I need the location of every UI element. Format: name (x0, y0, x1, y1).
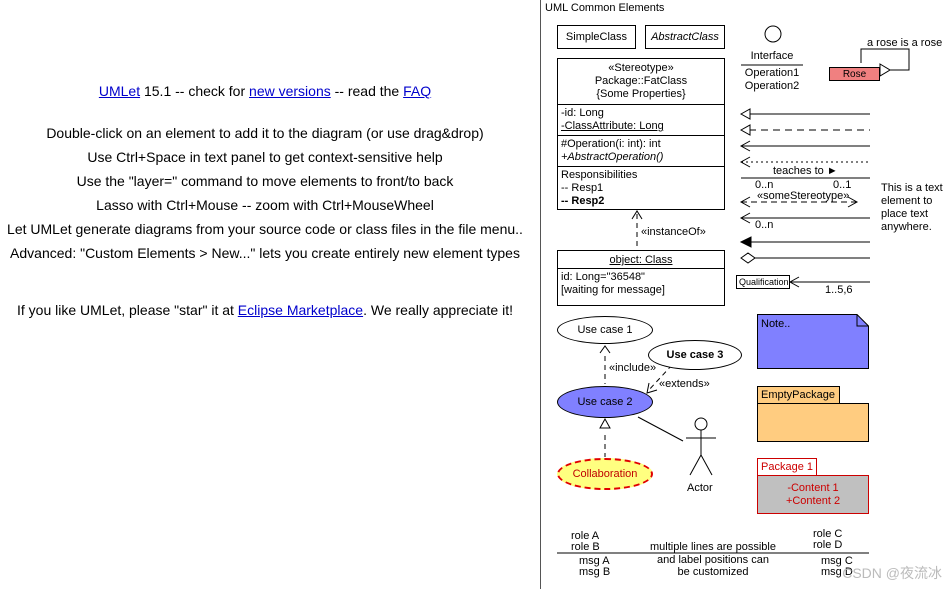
use-case-2[interactable]: Use case 2 (557, 386, 653, 418)
actor-icon (694, 417, 708, 431)
tip-line: Double-click on an element to add it to … (46, 125, 484, 141)
rose-arrow-head (879, 63, 891, 77)
note-shape (757, 314, 869, 369)
panel-divider[interactable] (540, 0, 541, 589)
star-text: If you like UMLet, please "star" it at (16, 302, 238, 318)
responsibilities-title: Responsibilities (561, 169, 638, 181)
role-label: role C (813, 528, 843, 540)
teaches-label: teaches to ► (773, 165, 838, 177)
msg-label: msg A (579, 555, 610, 567)
message-label: multiple lines are possible (650, 541, 776, 553)
actor-label[interactable]: Actor (687, 482, 713, 494)
tip-line: Use Ctrl+Space in text panel to get cont… (87, 149, 443, 165)
message-label: be customized (677, 566, 749, 578)
use-case-1[interactable]: Use case 1 (557, 316, 653, 344)
interface-op2: Operation2 (744, 80, 800, 92)
palette-panel: UML Common Elements SimpleClass Abstract… (541, 0, 948, 589)
role-label: role A (571, 530, 600, 542)
umlet-link[interactable]: UMLet (98, 83, 141, 99)
fat-class-props: {Some Properties} (596, 88, 686, 100)
palette-title: UML Common Elements (545, 2, 665, 14)
package-1-body: -Content 1 +Content 2 (757, 475, 869, 514)
watermark: CSDN @夜流冰 (842, 565, 942, 581)
faq-link[interactable]: FAQ (403, 83, 432, 99)
star-line: If you like UMLet, please "star" it at E… (0, 302, 530, 318)
tip-line: Let UMLet generate diagrams from your so… (7, 221, 523, 237)
message-label: and label positions can (657, 554, 769, 566)
fat-class-operation: #Operation(i: int): int (561, 138, 661, 150)
note-text: Note.. (761, 318, 791, 330)
resp-item: -- Resp2 (561, 195, 605, 207)
eclipse-marketplace-link[interactable]: Eclipse Marketplace (237, 302, 364, 318)
tip-line: Lasso with Ctrl+Mouse -- zoom with Ctrl+… (96, 197, 434, 213)
abstract-class[interactable]: AbstractClass (645, 25, 725, 49)
version-text: 15.1 -- check for (140, 83, 250, 99)
tip-line: Use the "layer=" command to move element… (76, 173, 454, 189)
instanceof-arrow (631, 210, 643, 220)
multiplicity-label: 0..n (755, 179, 774, 191)
faq-prefix: -- read the (330, 83, 404, 99)
help-panel: UMLet 15.1 -- check for new versions -- … (0, 83, 530, 318)
use-case-3[interactable]: Use case 3 (648, 340, 742, 370)
interface-name[interactable]: Interface (750, 50, 794, 62)
instanceof-label: «instanceOf» (641, 226, 706, 238)
star-suffix: . We really appreciate it! (363, 302, 513, 318)
package-1-tab: Package 1 (757, 458, 817, 476)
text-element-line[interactable]: place text (881, 208, 929, 220)
fat-class-stereotype: «Stereotype» (608, 62, 674, 74)
text-element-line[interactable]: This is a text (881, 182, 943, 194)
qualification-box[interactable]: Qualification (736, 275, 790, 289)
palette-connectors (557, 25, 910, 554)
object-instance[interactable]: object: Class id: Long="36548" [waiting … (557, 250, 725, 306)
package-1-content: +Content 2 (785, 495, 841, 507)
fat-class-static-attr: -ClassAttribute: Long (561, 120, 664, 132)
msg-label: msg B (579, 566, 611, 578)
msg-label: msg D (821, 566, 853, 578)
multiplicity-label: 0..n (755, 219, 774, 231)
fat-class-attr: -id: Long (561, 107, 604, 119)
multiplicity-label: 1..5,6 (825, 284, 853, 296)
new-versions-link[interactable]: new versions (249, 83, 331, 99)
version-line: UMLet 15.1 -- check for new versions -- … (0, 83, 530, 99)
object-attr: id: Long="36548" (561, 271, 645, 283)
extends-label: «extends» (659, 378, 710, 390)
empty-package-body (757, 403, 869, 442)
note-element[interactable]: Note.. (757, 314, 869, 369)
empty-package[interactable]: EmptyPackage (757, 386, 869, 442)
package-1-content: -Content 1 (787, 482, 839, 494)
extends-line (647, 364, 673, 392)
simple-class[interactable]: SimpleClass (557, 25, 636, 49)
rose-class[interactable]: Rose (829, 67, 880, 81)
fat-class-name: Package::FatClass (594, 75, 688, 87)
fat-class[interactable]: «Stereotype» Package::FatClass {Some Pro… (557, 58, 725, 210)
object-state: [waiting for message] (561, 284, 665, 296)
empty-package-tab: EmptyPackage (757, 386, 840, 404)
include-label: «include» (609, 362, 657, 374)
actor-association-line (637, 416, 684, 442)
object-name: object: Class (609, 254, 673, 266)
package-1[interactable]: Package 1 -Content 1 +Content 2 (757, 458, 869, 514)
resp-item: -- Resp1 (561, 182, 604, 194)
text-element-line[interactable]: anywhere. (881, 221, 932, 233)
role-label: role B (571, 541, 600, 553)
multiplicity-label: 0..1 (833, 179, 852, 191)
interface-op1: Operation1 (744, 67, 800, 79)
rose-self-relation (860, 48, 910, 71)
stereotype-label: «someStereotype» (757, 190, 850, 202)
text-element-line[interactable]: element to (881, 195, 933, 207)
tip-line: Advanced: "Custom Elements > New..." let… (10, 245, 520, 261)
fat-class-abstract-op: +AbstractOperation() (561, 151, 664, 163)
msg-label: msg C (821, 555, 853, 567)
interface-circle-icon (764, 25, 782, 43)
role-label: role D (813, 539, 843, 551)
collaboration[interactable]: Collaboration (557, 458, 653, 490)
rose-note: a rose is a rose (867, 37, 943, 49)
